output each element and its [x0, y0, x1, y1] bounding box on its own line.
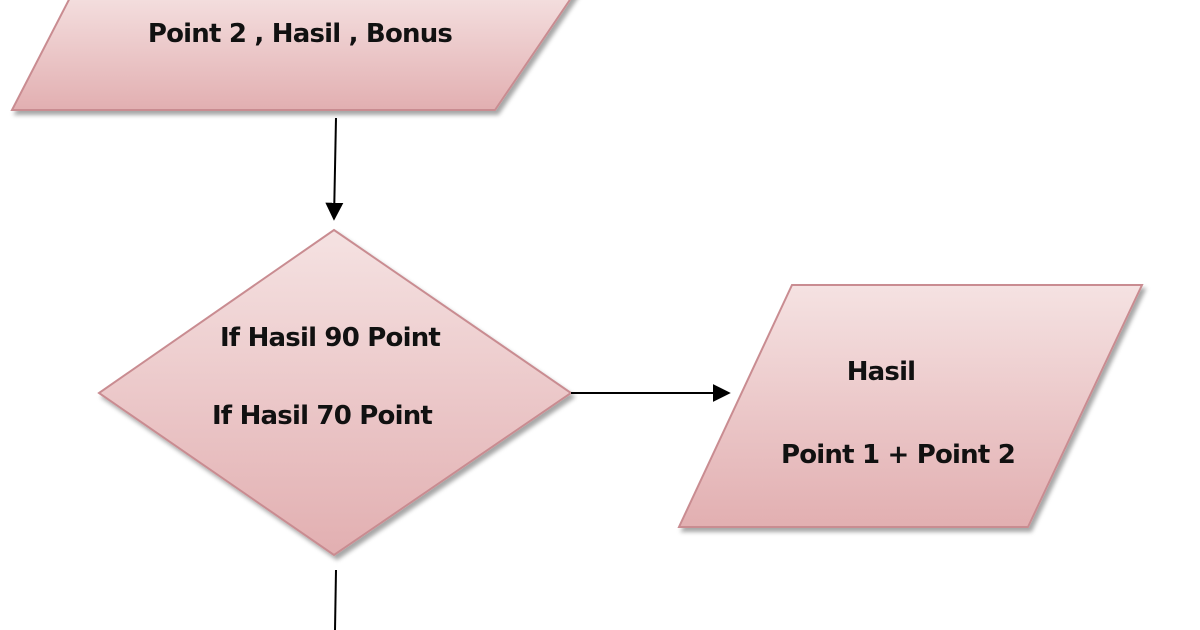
decision-label-line2: If Hasil 70 Point — [212, 401, 432, 431]
right-io-shape — [677, 284, 1144, 528]
top-io-parallelogram: Point 2 , Hasil , Bonus — [10, 0, 572, 111]
decision-label-line1: If Hasil 90 Point — [220, 323, 440, 353]
right-io-parallelogram: Hasil Point 1 + Point 2 — [677, 284, 1144, 528]
connector-top-to-decision — [325, 117, 344, 221]
top-io-label: Point 2 , Hasil , Bonus — [148, 19, 453, 49]
connector-decision-down — [334, 569, 337, 630]
decision-shape — [97, 228, 573, 557]
top-io-shape — [10, 0, 572, 111]
right-io-label-line1: Hasil — [847, 357, 916, 387]
decision-diamond: If Hasil 90 Point If Hasil 70 Point — [97, 228, 573, 557]
right-io-label-line2: Point 1 + Point 2 — [781, 440, 1015, 470]
